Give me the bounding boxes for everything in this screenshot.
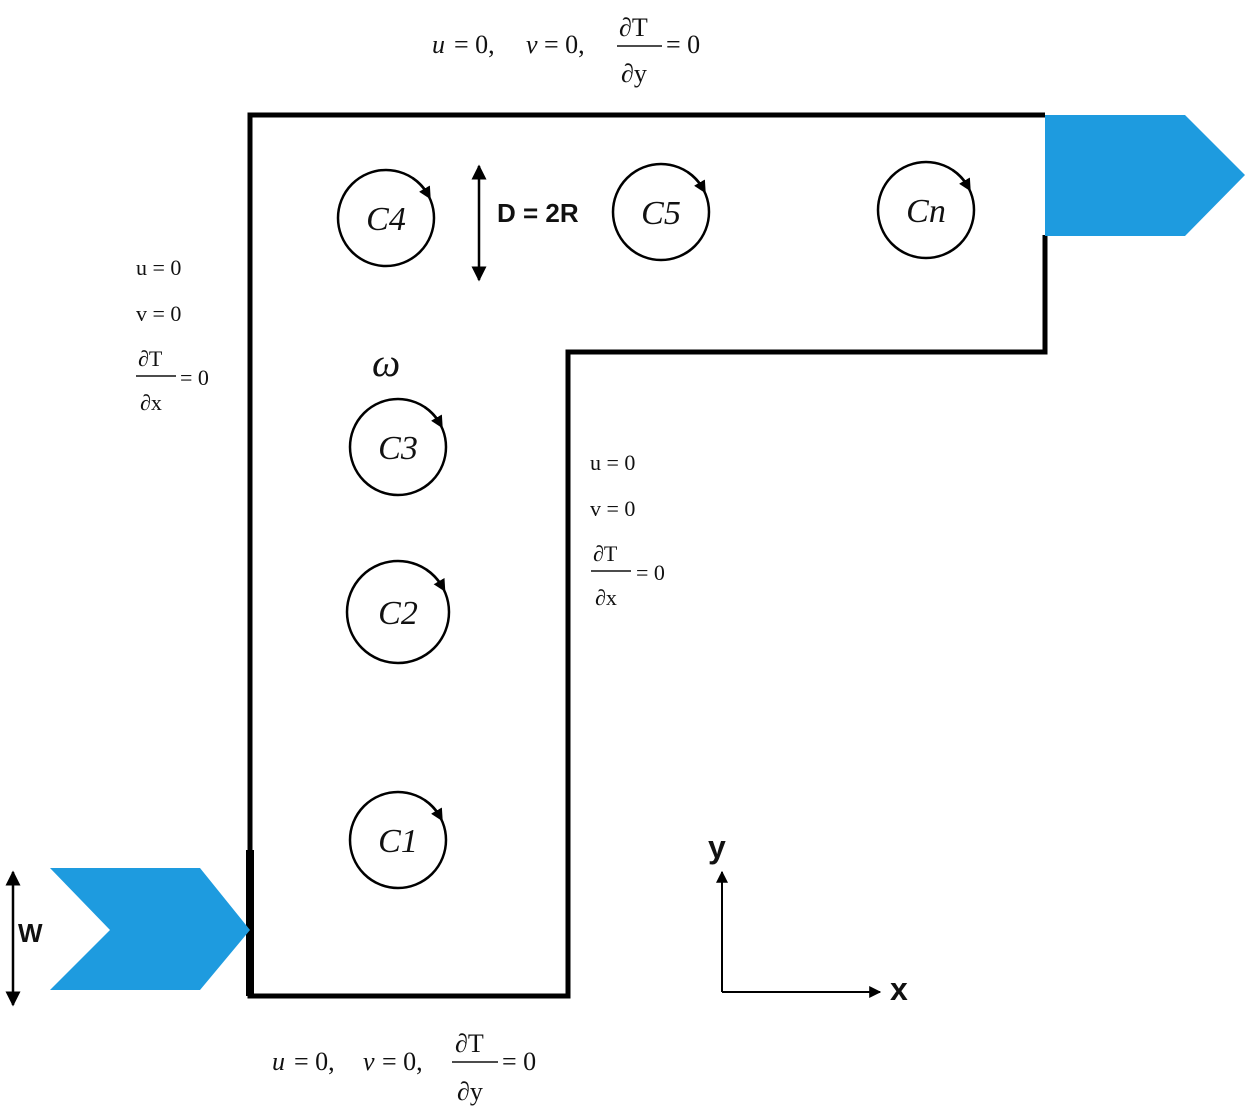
- svg-text:= 0: = 0: [666, 30, 700, 59]
- rotation-arrow-icon: [411, 177, 431, 200]
- svg-text:= 0: = 0: [636, 560, 665, 585]
- bottom-boundary-condition: u = 0, v = 0, ∂T ∂y = 0: [272, 1029, 536, 1106]
- cylinder-circle: [876, 160, 976, 260]
- cylinder-circle: [348, 790, 448, 890]
- left-boundary-condition: u = 0 v = 0 ∂T ∂x = 0: [136, 255, 209, 415]
- svg-text:u: u: [272, 1047, 285, 1076]
- cylinder-label: C3: [378, 430, 418, 467]
- cylinder-cn: Cn: [876, 160, 976, 260]
- top-boundary-condition: u = 0, v = 0, ∂T ∂y = 0: [432, 13, 700, 88]
- svg-text:∂T: ∂T: [455, 1029, 484, 1058]
- cylinder-label: Cn: [906, 193, 946, 230]
- cylinder-label: C4: [366, 201, 406, 238]
- svg-text:u = 0: u = 0: [136, 255, 181, 280]
- inlet-flow-arrow: [50, 868, 250, 990]
- svg-text:= 0,: = 0,: [294, 1047, 335, 1076]
- cylinder-label: C1: [378, 823, 418, 860]
- svg-text:∂T: ∂T: [593, 541, 618, 566]
- svg-text:v: v: [363, 1047, 375, 1076]
- rotation-arrow-icon: [425, 568, 446, 592]
- rotation-arrow-icon: [686, 171, 706, 194]
- svg-text:∂x: ∂x: [140, 390, 162, 415]
- svg-text:= 0,: = 0,: [382, 1047, 423, 1076]
- x-axis-label: x: [890, 971, 908, 1007]
- omega-label: ω: [372, 340, 400, 385]
- svg-text:∂y: ∂y: [621, 59, 647, 88]
- cylinder-label: C2: [378, 595, 418, 632]
- diameter-label: D = 2R: [497, 198, 579, 228]
- y-axis-label: y: [708, 829, 726, 865]
- cylinder-circle: [611, 162, 711, 262]
- svg-text:= 0: = 0: [180, 365, 209, 390]
- inner-boundary-condition: u = 0 v = 0 ∂T ∂x = 0: [590, 450, 665, 610]
- cylinder-label: C5: [641, 195, 681, 232]
- svg-text:u: u: [432, 30, 445, 59]
- svg-text:= 0,: = 0,: [544, 30, 585, 59]
- svg-text:v: v: [526, 30, 538, 59]
- cylinder-circle: [345, 559, 451, 665]
- svg-text:v = 0: v = 0: [590, 496, 635, 521]
- inlet-width-label: W: [18, 918, 43, 948]
- cylinder-c1: C1: [348, 790, 448, 890]
- rotation-arrow-icon: [423, 406, 443, 429]
- outlet-flow-arrow: [1045, 115, 1245, 236]
- svg-text:∂T: ∂T: [138, 346, 163, 371]
- cylinder-c4: C4: [336, 168, 436, 268]
- svg-text:= 0: = 0: [502, 1047, 536, 1076]
- channel-wall: [247, 112, 1045, 850]
- svg-text:= 0,: = 0,: [454, 30, 495, 59]
- svg-text:∂x: ∂x: [595, 585, 617, 610]
- cylinder-c2: C2: [345, 559, 451, 665]
- cylinder-c3: C3: [348, 397, 448, 497]
- cylinder-c5: C5: [611, 162, 711, 262]
- cylinders-group: C1 C2 C3 C4 C5 Cn: [336, 160, 976, 890]
- svg-text:v = 0: v = 0: [136, 301, 181, 326]
- svg-text:∂y: ∂y: [457, 1077, 483, 1106]
- svg-text:∂T: ∂T: [619, 13, 648, 42]
- rotation-arrow-icon: [423, 799, 443, 822]
- rotation-arrow-icon: [951, 169, 971, 192]
- svg-text:u = 0: u = 0: [590, 450, 635, 475]
- cylinder-circle: [348, 397, 448, 497]
- cylinder-circle: [336, 168, 436, 268]
- channel-wall-outlet-lower: [247, 235, 1048, 999]
